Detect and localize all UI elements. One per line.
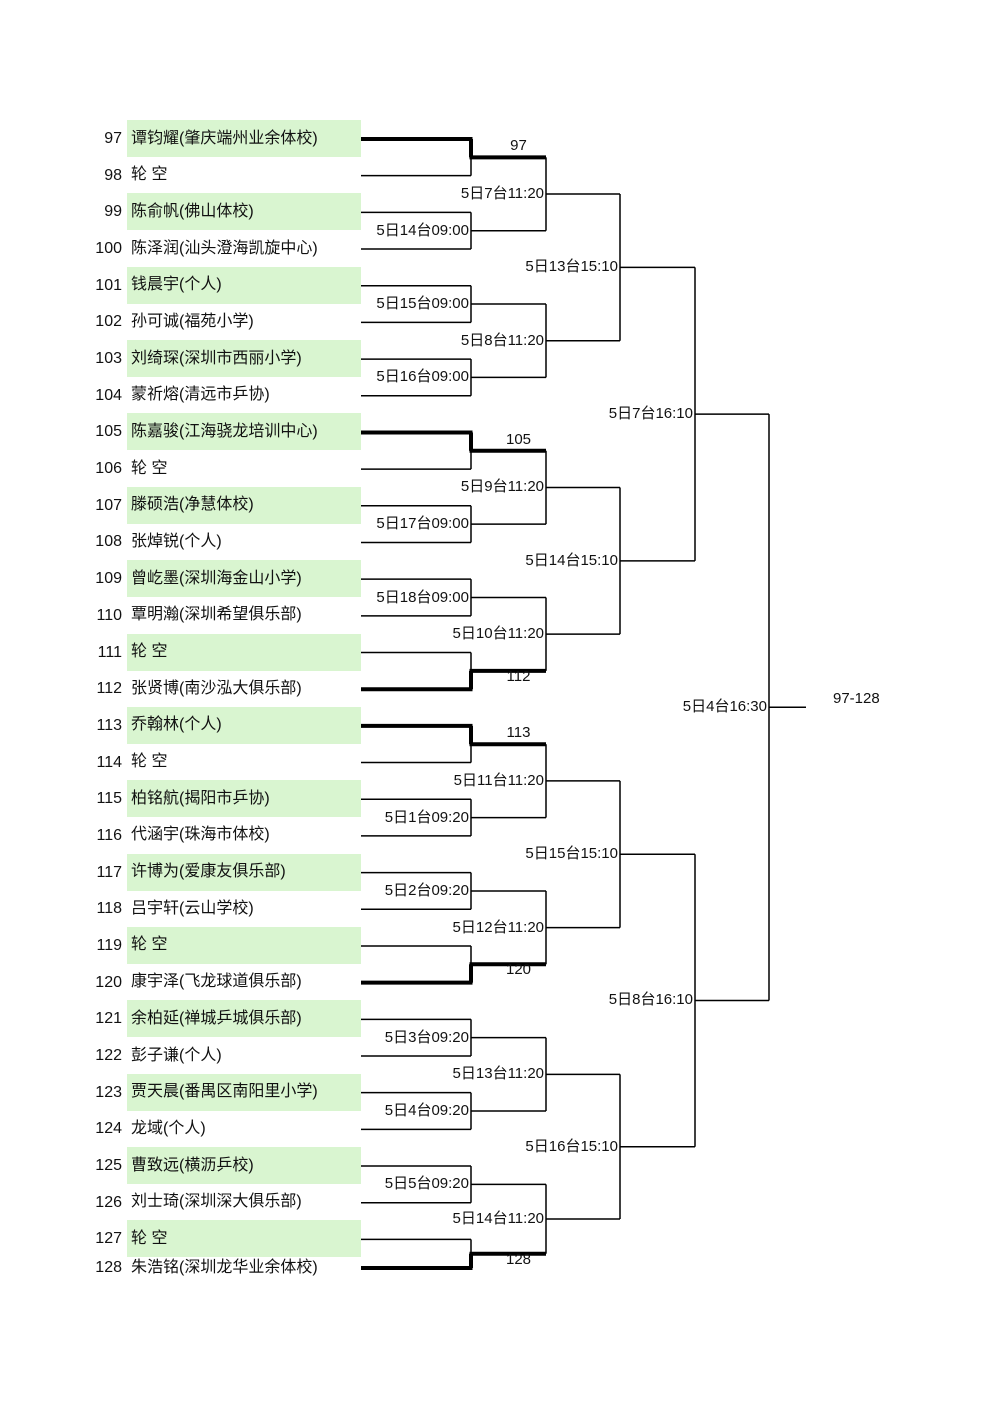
r3-match-time: 5日15台15:10	[525, 845, 618, 863]
player-seed: 120	[95, 973, 122, 991]
player-seed: 103	[95, 350, 122, 368]
r3-match-time: 5日13台15:10	[525, 258, 618, 276]
player-name: 代涵宇(珠海市体校)	[131, 826, 270, 844]
player-name: 许博为(爱康友俱乐部)	[127, 853, 361, 891]
r1-match-time: 5日5台09:20	[384, 1175, 469, 1193]
player-seed: 127	[95, 1230, 122, 1248]
player-name: 彭子谦(个人)	[131, 1046, 222, 1064]
player-name: 陈泽润(汕头澄海凯旋中心)	[131, 239, 318, 257]
player-name: 曹致远(横沥乒校)	[127, 1147, 361, 1185]
player-name: 陈俞帆(佛山体校)	[127, 193, 361, 231]
player-name: 轮 空	[131, 753, 168, 771]
r3-match-time: 5日16台15:10	[525, 1137, 618, 1155]
r3-match-time: 5日14台15:10	[525, 551, 618, 569]
final-match-time: 5日4台16:30	[682, 698, 767, 716]
r2-match-time: 5日12台11:20	[452, 918, 544, 936]
r1-match-time: 5日15台09:00	[376, 295, 469, 313]
r1-match-time: 5日16台09:00	[376, 368, 469, 386]
player-name: 刘士琦(深圳深大俱乐部)	[131, 1193, 302, 1211]
player-name: 陈嘉骏(江海骁龙培训中心)	[127, 413, 361, 451]
player-seed: 121	[95, 1010, 122, 1028]
player-name: 刘绮琛(深圳市西丽小学)	[127, 340, 361, 378]
r2-match-time: 5日8台11:20	[460, 331, 544, 349]
player-name: 轮 空	[131, 459, 168, 477]
player-seed: 107	[95, 496, 122, 514]
player-seed: 100	[95, 240, 122, 258]
r4-match-time: 5日7台16:10	[608, 405, 693, 423]
r2-match-time: 5日7台11:20	[460, 185, 544, 203]
player-seed: 112	[96, 680, 122, 698]
player-seed: 109	[95, 570, 122, 588]
r1-bye-number: 120	[505, 961, 532, 979]
player-seed: 115	[96, 790, 122, 808]
player-name: 柏铭航(揭阳市乒协)	[127, 780, 361, 818]
r2-match-time: 5日10台11:20	[452, 625, 544, 643]
player-seed: 119	[96, 936, 122, 954]
r1-bye-number: 105	[505, 430, 532, 448]
player-seed: 124	[95, 1120, 122, 1138]
r1-bye-number: 128	[505, 1250, 532, 1268]
player-seed: 123	[95, 1083, 122, 1101]
player-name: 龙域(个人)	[131, 1119, 206, 1137]
player-seed: 116	[96, 826, 122, 844]
player-name: 谭钧耀(肇庆端州业余体校)	[127, 120, 361, 157]
player-seed: 114	[96, 753, 122, 771]
player-seed: 117	[96, 863, 122, 881]
final-result: 97-128	[833, 690, 880, 707]
player-seed: 128	[95, 1259, 122, 1276]
player-name: 朱浩铭(深圳龙华业余体校)	[131, 1258, 318, 1276]
player-name: 轮 空	[127, 926, 361, 964]
player-name: 轮 空	[131, 166, 168, 184]
player-seed: 102	[95, 313, 122, 331]
player-seed: 101	[95, 276, 122, 294]
player-seed: 118	[96, 900, 122, 918]
r1-match-time: 5日18台09:00	[376, 588, 469, 606]
r2-match-time: 5日9台11:20	[460, 478, 544, 496]
player-seed: 113	[96, 716, 122, 734]
player-name: 吕宇轩(云山学校)	[131, 899, 254, 917]
player-seed: 108	[95, 533, 122, 551]
player-name: 轮 空	[127, 1220, 361, 1258]
player-name: 张焯锐(个人)	[131, 532, 222, 550]
r1-match-time: 5日2台09:20	[384, 881, 469, 899]
player-name: 孙可诚(福苑小学)	[131, 312, 254, 330]
r2-match-time: 5日11台11:20	[453, 771, 544, 789]
player-name: 覃明瀚(深圳希望俱乐部)	[131, 606, 302, 624]
player-name: 轮 空	[127, 633, 361, 671]
player-name: 蒙祈熔(清远市乒协)	[131, 386, 270, 404]
player-seed: 111	[97, 643, 122, 661]
r1-match-time: 5日1台09:20	[384, 808, 469, 826]
r2-match-time: 5日14台11:20	[452, 1210, 544, 1228]
r1-match-time: 5日17台09:00	[376, 515, 469, 533]
player-seed: 125	[95, 1157, 122, 1175]
r1-match-time: 5日3台09:20	[384, 1028, 469, 1046]
r1-match-time: 5日4台09:20	[384, 1102, 469, 1120]
player-seed: 99	[104, 203, 122, 221]
player-name: 余柏延(禅城乒城俱乐部)	[127, 1000, 361, 1038]
r1-bye-number: 113	[506, 724, 531, 742]
player-name: 乔翰林(个人)	[127, 706, 361, 744]
player-seed: 126	[95, 1193, 122, 1211]
r1-bye-number: 112	[506, 667, 531, 685]
player-name: 康宇泽(飞龙球道俱乐部)	[131, 973, 302, 991]
player-name: 钱晨宇(个人)	[127, 266, 361, 304]
player-name: 滕硕浩(净慧体校)	[127, 486, 361, 524]
player-name: 贾天晨(番禺区南阳里小学)	[127, 1073, 361, 1111]
player-seed: 105	[95, 423, 122, 441]
player-seed: 122	[95, 1047, 122, 1064]
player-seed: 97	[104, 130, 122, 147]
r1-bye-number: 97	[510, 137, 527, 155]
player-seed: 110	[96, 606, 122, 624]
player-seed: 98	[104, 166, 122, 184]
player-name: 曾屹墨(深圳海金山小学)	[127, 560, 361, 598]
player-seed: 104	[95, 386, 122, 404]
r1-match-time: 5日14台09:00	[376, 221, 469, 239]
player-name: 张贤博(南沙泓大俱乐部)	[131, 679, 302, 697]
r2-match-time: 5日13台11:20	[452, 1065, 544, 1083]
player-seed: 106	[95, 460, 122, 478]
r4-match-time: 5日8台16:10	[608, 991, 693, 1009]
